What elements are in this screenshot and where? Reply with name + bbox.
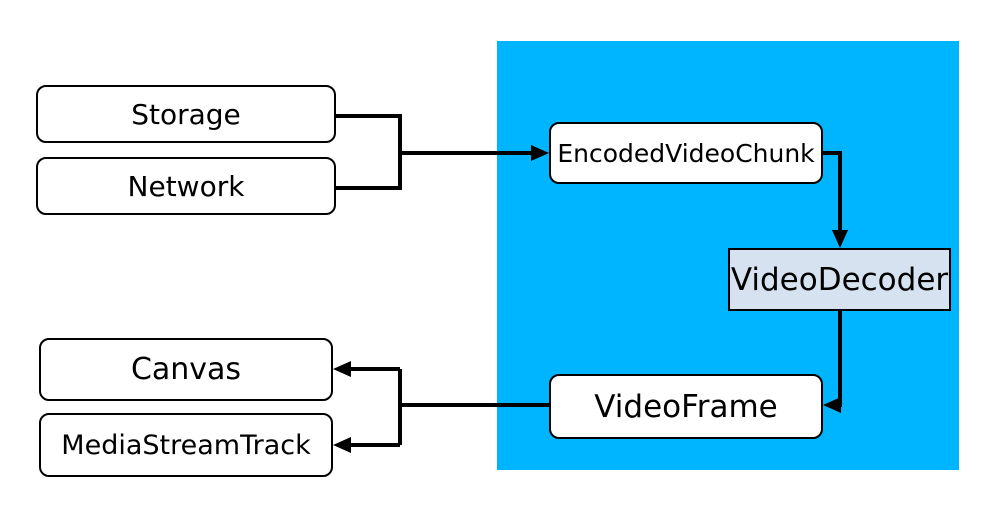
node-mediastreamtrack: MediaStreamTrack — [39, 413, 333, 477]
node-network: Network — [36, 157, 336, 215]
node-videodecoder-label: VideoDecoder — [730, 261, 949, 298]
arrowhead-into-canvas — [333, 361, 351, 377]
node-videoframe-label: VideoFrame — [594, 388, 778, 425]
arrowhead-into-mediastreamtrack — [333, 437, 351, 453]
node-storage-label: Storage — [131, 97, 241, 131]
node-videodecoder: VideoDecoder — [728, 248, 951, 311]
node-videoframe: VideoFrame — [549, 374, 823, 439]
node-storage: Storage — [36, 85, 336, 143]
node-encodedvideochunk: EncodedVideoChunk — [549, 122, 823, 184]
node-encodedvideochunk-label: EncodedVideoChunk — [557, 138, 815, 168]
node-network-label: Network — [127, 169, 245, 203]
node-canvas: Canvas — [39, 338, 333, 401]
node-mediastreamtrack-label: MediaStreamTrack — [61, 429, 311, 461]
node-canvas-label: Canvas — [130, 352, 242, 387]
